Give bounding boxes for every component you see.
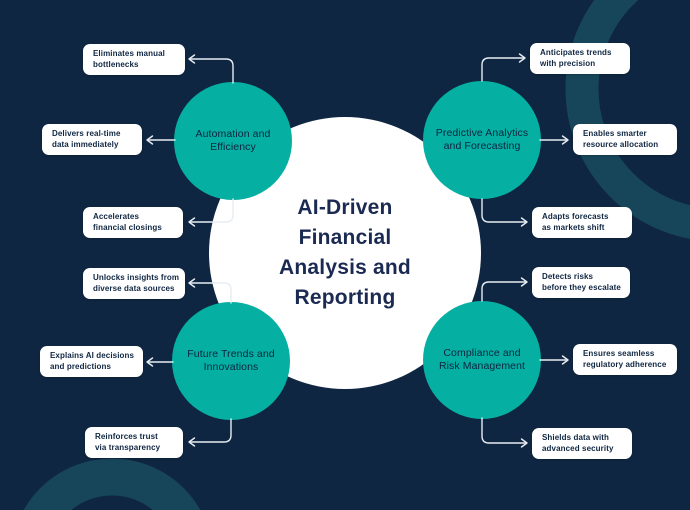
node-label: Future Trends and Innovations — [187, 348, 275, 375]
label-box-line: Reinforces trust — [95, 432, 158, 441]
connector-line — [481, 417, 526, 444]
label-box-line: Adapts forecasts — [542, 212, 609, 221]
label-box-line: and predictions — [50, 361, 112, 371]
label-box-line: as markets shift — [542, 222, 605, 232]
arrowhead-icon — [188, 54, 196, 64]
label-box-line: Detects risks — [542, 272, 594, 281]
connector-line — [481, 281, 526, 302]
arrowhead-icon — [518, 53, 526, 63]
label-box-line: Anticipates trends — [540, 48, 612, 57]
node-label-line: Compliance and — [443, 346, 521, 359]
label-box-anticipates-trends: Anticipates trends with precision — [530, 43, 630, 74]
label-box-unlocks-insights: Unlocks insights from diverse data sourc… — [83, 268, 185, 299]
label-box-line: diverse data sources — [93, 283, 175, 293]
label-box-shields-data: Shields data with advanced security — [532, 428, 632, 459]
label-box-line: bottlenecks — [93, 59, 139, 69]
node-label: Predictive Analytics and Forecasting — [436, 127, 528, 154]
node-label-line: Future Trends and — [187, 347, 275, 360]
node-label-line: Efficiency — [210, 141, 256, 153]
arrowhead-icon — [520, 438, 528, 448]
node-circle-future-trends: Future Trends and Innovations — [172, 302, 290, 420]
label-box-line: Shields data with — [542, 433, 610, 442]
node-label-line: Innovations — [203, 361, 259, 373]
label-box-line: Accelerates — [93, 212, 140, 221]
label-box-enables-smarter-allocation: Enables smarter resource allocation — [573, 124, 677, 155]
label-box-line: before they escalate — [542, 282, 621, 292]
label-box-eliminates-manual-bottlenecks: Eliminates manual bottlenecks — [83, 44, 185, 75]
node-label-line: Risk Management — [438, 360, 526, 372]
label-box-line: advanced security — [542, 443, 614, 453]
label-box-line: via transparency — [95, 442, 161, 452]
label-box-ensures-regulatory-adherence: Ensures seamless regulatory adherence — [573, 344, 677, 375]
node-label: Compliance and Risk Management — [439, 347, 525, 374]
label-box-line: data immediately — [52, 139, 119, 149]
arrowhead-icon — [188, 437, 196, 447]
label-box-line: Eliminates manual — [93, 49, 165, 58]
arrowhead-icon — [520, 217, 528, 227]
decor-ring-top-right — [565, 0, 690, 239]
arrowhead-icon — [146, 357, 154, 367]
diagram-title-line: Analysis and — [279, 256, 411, 279]
arrowhead-icon — [561, 355, 569, 365]
diagram-title-line: AI-Driven — [297, 196, 393, 219]
label-box-line: Delivers real-time — [52, 129, 121, 138]
label-box-line: Explains AI decisions — [50, 351, 135, 360]
connector-line — [190, 58, 234, 84]
diagram-title-line: Financial — [298, 226, 392, 249]
decor-ring-bottom-left — [23, 458, 201, 510]
node-circle-predictive-analytics: Predictive Analytics and Forecasting — [423, 81, 541, 199]
label-box-explains-ai-decisions: Explains AI decisions and predictions — [40, 346, 143, 377]
node-label: Automation and Efficiency — [196, 128, 271, 155]
arrowhead-icon — [520, 277, 528, 287]
node-circle-compliance-risk: Compliance and Risk Management — [423, 301, 541, 419]
label-box-line: regulatory adherence — [583, 359, 667, 369]
label-box-line: Unlocks insights from — [93, 273, 180, 282]
label-box-adapts-forecasts: Adapts forecasts as markets shift — [532, 207, 632, 238]
arrowhead-icon — [188, 278, 196, 288]
label-box-accelerates-financial-closings: Accelerates financial closings — [83, 207, 183, 238]
node-label-line: and Forecasting — [443, 140, 521, 152]
label-box-detects-risks: Detects risks before they escalate — [532, 267, 630, 298]
diagram-title-line: Reporting — [294, 286, 396, 309]
label-box-delivers-real-time-data: Delivers real-time data immediately — [42, 124, 142, 155]
arrowhead-icon — [146, 135, 154, 145]
node-circle-automation: Automation and Efficiency — [174, 82, 292, 200]
label-box-line: Enables smarter — [583, 129, 647, 138]
connector-line — [190, 418, 232, 443]
label-box-line: financial closings — [93, 222, 162, 232]
connector-line — [481, 198, 526, 223]
label-box-reinforces-trust: Reinforces trust via transparency — [85, 427, 183, 458]
connector-line — [481, 57, 524, 82]
node-label-line: Predictive Analytics — [435, 126, 529, 139]
label-box-line: with precision — [540, 58, 596, 68]
label-box-line: Ensures seamless — [583, 349, 655, 358]
arrowhead-icon — [188, 217, 196, 227]
diagram-title: AI-Driven Financial Analysis and Reporti… — [209, 117, 481, 389]
label-box-line: resource allocation — [583, 139, 659, 149]
arrowhead-icon — [561, 135, 569, 145]
node-label-line: Automation and — [195, 127, 271, 140]
